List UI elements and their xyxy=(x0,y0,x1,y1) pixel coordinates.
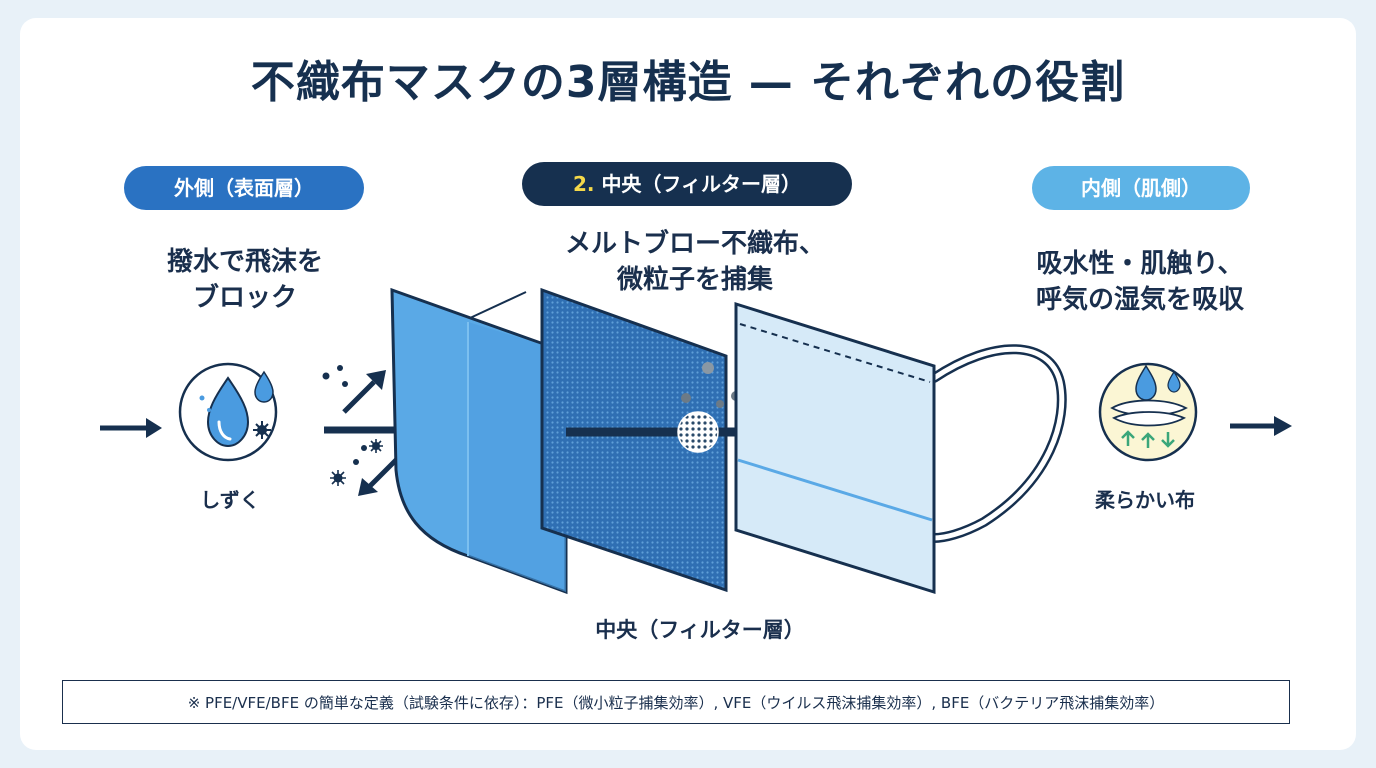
center-pointer-line xyxy=(469,291,527,319)
deflect-up-arrow-icon xyxy=(342,370,386,414)
outer-layer-description: 撥水で飛沫を ブロック xyxy=(100,244,390,316)
deflect-down-arrow-icon xyxy=(358,454,402,496)
filter-layer-panel xyxy=(540,287,728,593)
center-layer-badge-label: 中央（フィルター層） xyxy=(601,172,802,196)
footnote: ※ PFE/VFE/BFE の簡単な定義（試験条件に依存）：PFE（微小粒子捕集… xyxy=(62,680,1290,724)
outer-desc-line1: 撥水で飛沫を xyxy=(166,247,323,277)
inner-desc-line1: 吸水性・肌触り、 xyxy=(1036,249,1244,279)
soft-cloth-icon xyxy=(1098,362,1198,462)
center-layer-description: メルトブロー不織布、 微粒子を捕集 xyxy=(530,226,860,298)
outer-layer-badge: 外側（表面層） xyxy=(124,166,364,210)
center-desc-line2: 微粒子を捕集 xyxy=(616,265,773,295)
droplet-label: しずく xyxy=(200,488,260,512)
page-title: 不織布マスクの3層構造 — それぞれの役割 xyxy=(250,57,1126,108)
inner-layer-badge: 内側（肌側） xyxy=(1032,166,1250,210)
inner-layer-panel xyxy=(734,301,1067,595)
outgoing-arrow-icon xyxy=(1230,416,1292,436)
filter-layer-caption: 中央（フィルター層） xyxy=(595,618,805,642)
outer-desc-line2: ブロック xyxy=(192,283,297,313)
inner-desc-line2: 呼気の湿気を吸収 xyxy=(1035,285,1244,315)
particle-dots xyxy=(322,365,383,486)
inner-layer-description: 吸水性・肌触り、 呼気の湿気を吸収 xyxy=(990,246,1290,318)
center-layer-badge: 2. 中央（フィルター層） xyxy=(522,162,852,206)
center-layer-number: 2. xyxy=(572,172,595,196)
droplet-icon xyxy=(178,362,278,462)
outer-layer-panel xyxy=(390,287,568,595)
center-desc-line1: メルトブロー不織布、 xyxy=(564,229,825,259)
soft-cloth-label: 柔らかい布 xyxy=(1095,488,1195,512)
incoming-arrow-icon xyxy=(100,418,162,438)
